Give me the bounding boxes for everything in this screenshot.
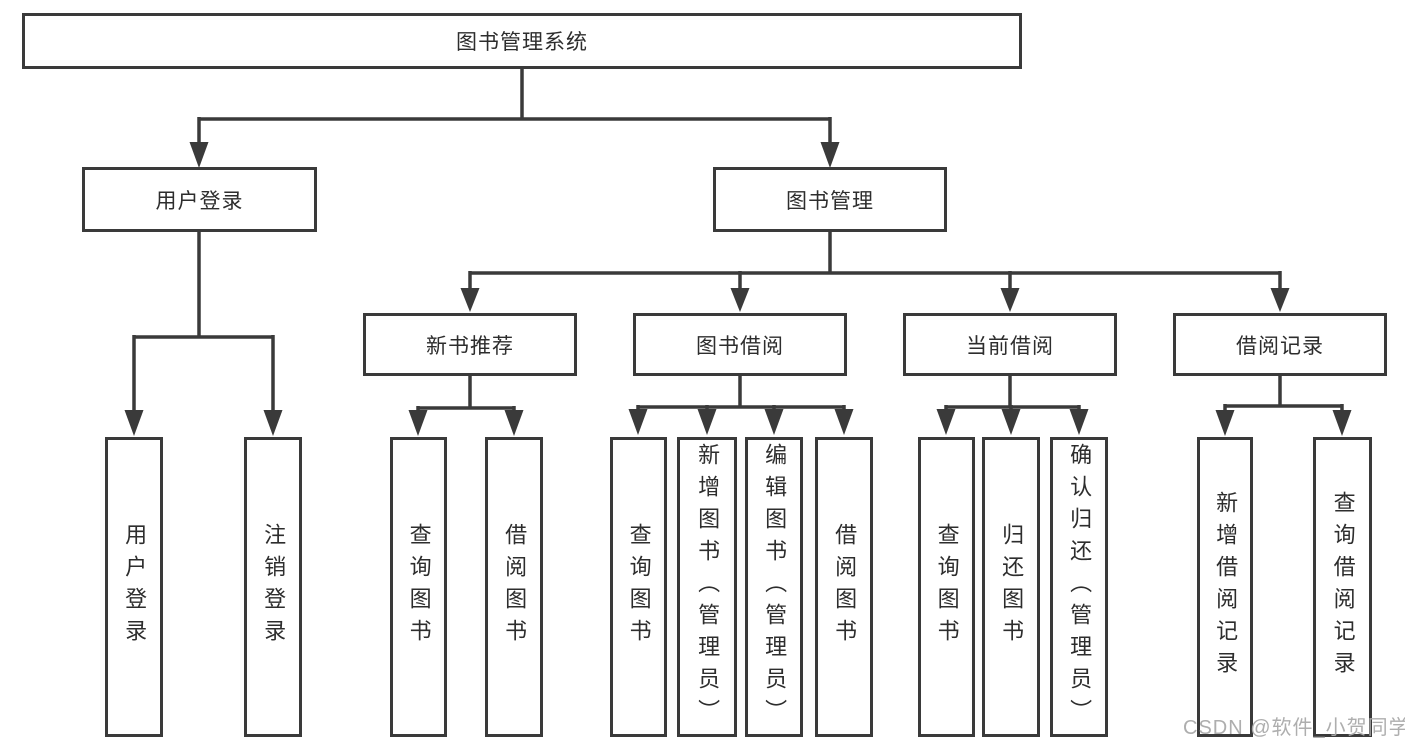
leaf-label: 用户登录	[122, 523, 148, 651]
node-book-borrowing: 图书借阅	[633, 313, 847, 376]
leaf-add-books-admin: 新增图书（管理员）	[677, 437, 737, 737]
leaf-query-books-recommend: 查询图书	[390, 437, 447, 737]
leaf-label: 借阅图书	[832, 523, 858, 651]
leaf-borrow-books: 借阅图书	[815, 437, 873, 737]
node-label: 借阅记录	[1236, 334, 1324, 358]
leaf-label: 确认归还（管理员）	[1067, 443, 1093, 731]
leaf-label: 编辑图书（管理员）	[762, 443, 788, 731]
arrowhead-icons	[124, 142, 1352, 436]
leaf-label: 归还图书	[999, 523, 1025, 651]
leaf-edit-books-admin: 编辑图书（管理员）	[745, 437, 803, 737]
node-user-login: 用户登录	[82, 167, 317, 232]
node-label: 当前借阅	[966, 334, 1054, 358]
leaf-label: 新增图书（管理员）	[695, 443, 721, 731]
node-label: 新书推荐	[426, 334, 514, 358]
node-label: 图书借阅	[696, 334, 784, 358]
leaf-confirm-return-admin: 确认归还（管理员）	[1050, 437, 1108, 737]
node-new-book-recommendation: 新书推荐	[363, 313, 577, 376]
leaf-borrow-books-recommend: 借阅图书	[485, 437, 543, 737]
watermark: CSDN @软件_小贺同学	[1183, 717, 1405, 739]
leaf-label: 借阅图书	[502, 523, 528, 651]
leaf-user-login: 用户登录	[105, 437, 163, 737]
leaf-label: 查询图书	[626, 523, 652, 651]
leaf-logout: 注销登录	[244, 437, 302, 737]
leaf-label: 查询图书	[934, 523, 960, 651]
leaf-label: 注销登录	[261, 523, 287, 651]
leaf-query-books-current: 查询图书	[918, 437, 975, 737]
leaf-query-books-borrowing: 查询图书	[610, 437, 667, 737]
leaf-query-borrow-record: 查询借阅记录	[1313, 437, 1372, 737]
node-borrowing-records: 借阅记录	[1173, 313, 1387, 376]
node-label: 图书管理	[786, 189, 874, 213]
leaf-label: 新增借阅记录	[1213, 491, 1239, 683]
node-label: 图书管理系统	[456, 31, 588, 54]
leaf-add-borrow-record: 新增借阅记录	[1197, 437, 1253, 737]
node-book-management: 图书管理	[713, 167, 947, 232]
leaf-label: 查询借阅记录	[1330, 491, 1356, 683]
connector-segments	[132, 67, 1344, 413]
node-label: 用户登录	[155, 189, 244, 213]
node-current-borrowing: 当前借阅	[903, 313, 1117, 376]
leaf-return-books: 归还图书	[982, 437, 1040, 737]
node-library-management-system: 图书管理系统	[22, 13, 1022, 69]
leaf-label: 查询图书	[406, 523, 432, 651]
